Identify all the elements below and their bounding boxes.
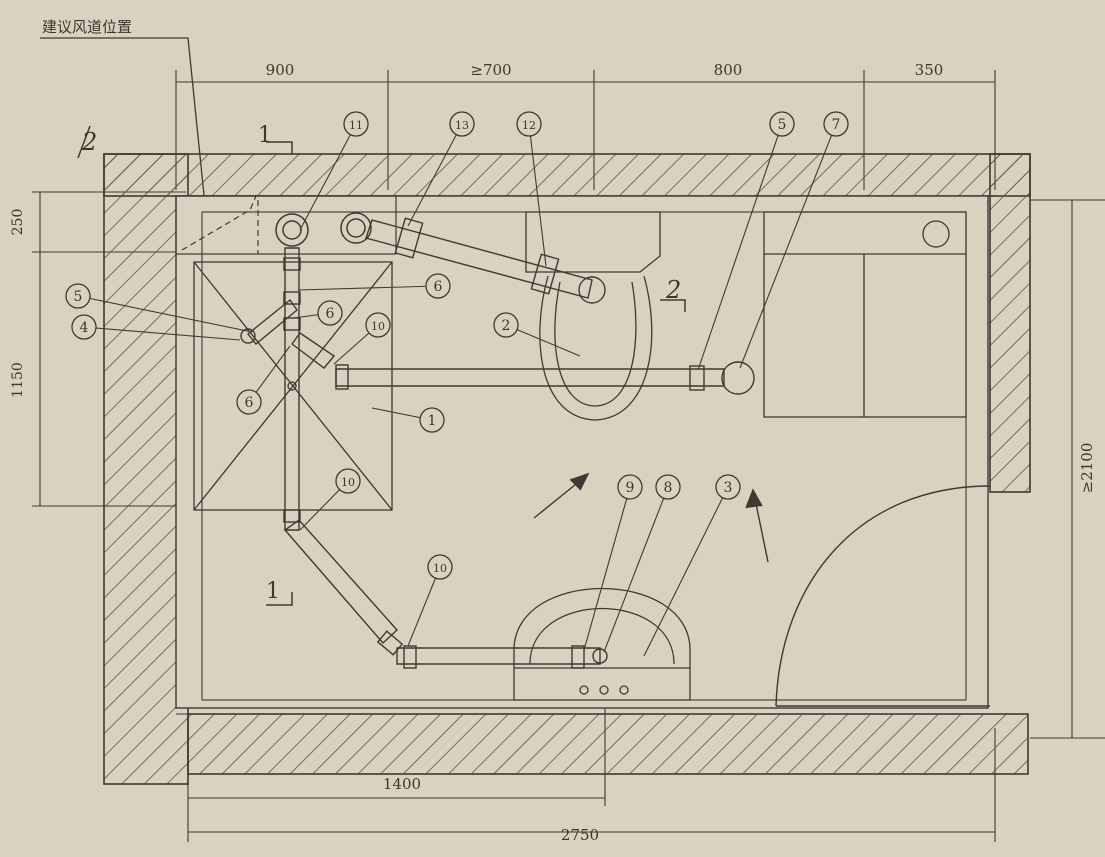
callout-label-c7: 7 — [832, 117, 841, 133]
callout-bubble-c7 — [823, 111, 849, 137]
dim-top-350: 350 — [915, 61, 944, 79]
dim-top-700: ≥700 — [470, 61, 511, 79]
callout-label-c10a: 10 — [371, 320, 385, 333]
callout-label-c2: 2 — [502, 318, 511, 334]
callout-bubble-c6a — [425, 273, 451, 299]
callout-leader-c3 — [643, 486, 729, 657]
callout-leader-c10c — [407, 566, 441, 647]
dim-bottom-2750: 2750 — [561, 826, 599, 844]
callout-label-c8: 8 — [664, 480, 673, 496]
vent-duct-box — [175, 195, 397, 255]
callout-leader-c7 — [739, 123, 837, 369]
dim-left-1150: 1150 — [10, 362, 26, 398]
callout-label-c1: 1 — [428, 413, 437, 429]
callout-label-c9: 9 — [626, 480, 635, 496]
callout-leader-c8 — [603, 486, 669, 653]
callout-label-c10b: 10 — [341, 476, 355, 489]
callout-label-c6a: 6 — [434, 279, 443, 295]
callout-leader-c12 — [528, 123, 547, 267]
callout-leader-c4 — [83, 326, 241, 341]
callout-leader-c13 — [407, 123, 463, 227]
callout-bubble-c1 — [419, 407, 445, 433]
callout-label-c4: 4 — [80, 320, 89, 336]
top-dimension-chain — [175, 70, 996, 190]
callout-bubble-c10c — [427, 554, 453, 580]
dim-right-2100: ≥2100 — [1078, 443, 1096, 494]
callout-label-c3: 3 — [724, 480, 733, 496]
pipe-fittings — [240, 217, 755, 669]
section-1-bottom: 1 — [266, 579, 280, 604]
callout-label-c13: 13 — [455, 119, 469, 132]
callout-bubble-c8 — [655, 474, 681, 500]
vent-note: 建议风道位置 — [42, 18, 132, 36]
dim-left-250: 250 — [10, 209, 26, 236]
door-swing — [775, 485, 991, 707]
section-2-mid: 2 — [665, 276, 681, 304]
callout-bubble-c11 — [343, 111, 369, 137]
vent-note-leader — [40, 37, 206, 206]
dim-bottom-1400: 1400 — [383, 775, 421, 793]
callout-leader-c5l — [77, 295, 253, 333]
washbasin — [513, 588, 691, 701]
callout-label-c6b: 6 — [326, 306, 335, 322]
section-2-top: 2 — [81, 128, 97, 156]
callout-leader-c5r — [697, 123, 783, 371]
dim-top-800: 800 — [714, 61, 743, 79]
callout-bubble-c2 — [493, 312, 519, 338]
callout-leader-c11 — [299, 123, 357, 231]
callout-bubble-c10b — [335, 468, 361, 494]
callout-label-c5l: 5 — [74, 289, 83, 305]
section-1-top: 1 — [258, 123, 272, 148]
callout-bubble-c3 — [715, 474, 741, 500]
callout-label-c6c: 6 — [245, 395, 254, 411]
dim-top-900: 900 — [266, 61, 295, 79]
callout-label-c12: 12 — [522, 119, 536, 132]
bathtub — [763, 211, 967, 418]
section-marks — [77, 125, 686, 606]
callout-bubble-c4 — [71, 314, 97, 340]
callout-bubble-c13 — [449, 111, 475, 137]
callout-bubble-c6b — [317, 300, 343, 326]
callout-leader-c2 — [505, 324, 581, 357]
callout-label-c10c: 10 — [433, 562, 447, 575]
callout-bubble-c10a — [365, 312, 391, 338]
callout-bubble-c5l — [65, 283, 91, 309]
callout-bubble-c9 — [617, 474, 643, 500]
right-dimension — [1030, 199, 1105, 739]
vertical-stacks — [275, 212, 372, 247]
flow-arrows — [533, 472, 769, 563]
callout-bubble-c6c — [236, 389, 262, 415]
callout-leader-c9 — [583, 486, 631, 651]
walls — [103, 153, 1031, 785]
callout-bubble-c5r — [769, 111, 795, 137]
callout-bubble-c12 — [516, 111, 542, 137]
callout-label-c11: 11 — [349, 119, 363, 132]
callout-label-c5r: 5 — [778, 117, 787, 133]
callout-leader-c6a — [297, 285, 439, 291]
